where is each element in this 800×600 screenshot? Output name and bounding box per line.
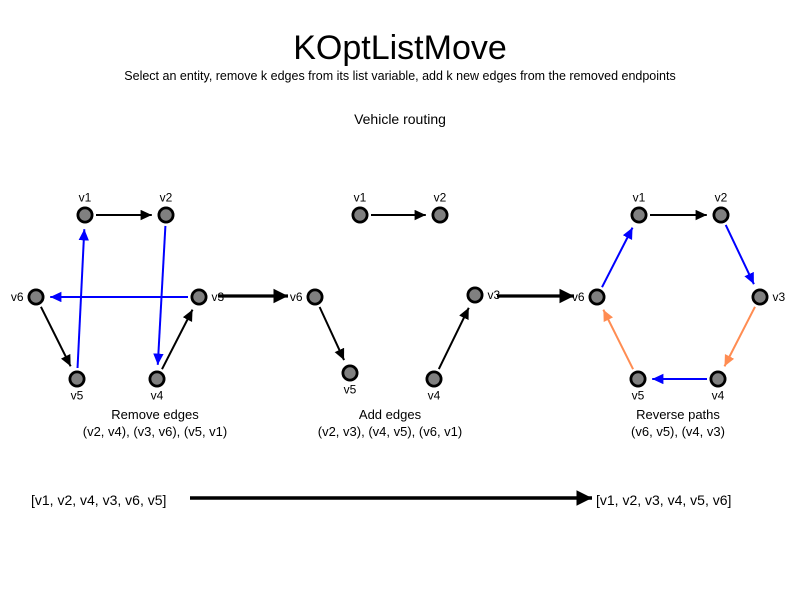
node-label-add-v3: v3	[488, 288, 501, 302]
node-circle	[712, 206, 730, 224]
node-circle	[630, 206, 648, 224]
edge-remove-v4-v3	[161, 309, 194, 370]
node-remove-v1[interactable]: v1	[76, 191, 94, 224]
edge-reverse-v3-v4	[723, 306, 756, 367]
node-circle	[27, 288, 45, 306]
node-label-remove-v5: v5	[71, 389, 84, 403]
result-list-after: [v1, v2, v3, v4, v5, v6]	[596, 492, 732, 508]
node-add-v6[interactable]: v6	[290, 288, 324, 306]
node-reverse-v1[interactable]: v1	[630, 191, 648, 224]
node-circle	[68, 370, 86, 388]
node-label-reverse-v3: v3	[773, 290, 786, 304]
node-label-remove-v2: v2	[160, 191, 173, 205]
node-circle	[425, 370, 443, 388]
node-label-add-v1: v1	[354, 191, 367, 205]
edge-remove-v5-v1	[76, 229, 89, 369]
node-remove-v6[interactable]: v6	[11, 288, 45, 306]
node-add-v4[interactable]: v4	[425, 370, 443, 403]
node-circle	[351, 206, 369, 224]
node-reverse-v3[interactable]: v3	[751, 288, 786, 306]
node-label-reverse-v5: v5	[632, 389, 645, 403]
caption-add-title: Add edges	[358, 407, 422, 422]
edge-add-v6-v5	[318, 306, 345, 361]
node-label-add-v6: v6	[290, 290, 303, 304]
node-circle	[157, 206, 175, 224]
node-reverse-v4[interactable]: v4	[709, 370, 727, 403]
node-label-add-v4: v4	[428, 389, 441, 403]
node-remove-v3[interactable]: v3	[190, 288, 225, 306]
node-add-v2[interactable]: v2	[431, 191, 449, 224]
node-circle	[76, 206, 94, 224]
node-remove-v4[interactable]: v4	[148, 370, 166, 403]
node-label-remove-v4: v4	[151, 389, 164, 403]
node-label-reverse-v6: v6	[572, 290, 585, 304]
page-title: KOptListMove	[293, 29, 507, 67]
result-list-before: [v1, v2, v4, v3, v6, v5]	[31, 492, 167, 508]
node-label-add-v5: v5	[344, 383, 357, 397]
edge-reverse-v2-v3	[724, 224, 755, 285]
node-reverse-v6[interactable]: v6	[572, 288, 606, 306]
node-label-remove-v6: v6	[11, 290, 24, 304]
edge-reverse-v5-v6	[602, 309, 634, 370]
node-circle	[148, 370, 166, 388]
node-add-v5[interactable]: v5	[341, 364, 359, 397]
node-reverse-v2[interactable]: v2	[712, 191, 730, 224]
node-remove-v5[interactable]: v5	[68, 370, 86, 403]
node-label-remove-v1: v1	[79, 191, 92, 205]
node-label-add-v2: v2	[434, 191, 447, 205]
node-circle	[466, 286, 484, 304]
section-label: Vehicle routing	[354, 111, 446, 127]
caption-add-detail: (v2, v3), (v4, v5), (v6, v1)	[317, 424, 463, 439]
node-circle	[190, 288, 208, 306]
caption-remove-detail: (v2, v4), (v3, v6), (v5, v1)	[82, 424, 228, 439]
caption-reverse: Reverse paths (v6, v5), (v4, v3)	[548, 406, 800, 440]
caption-add: Add edges (v2, v3), (v4, v5), (v6, v1)	[260, 406, 520, 440]
node-label-remove-v3: v3	[212, 290, 225, 304]
page-subtitle: Select an entity, remove k edges from it…	[124, 69, 676, 83]
node-layer: v1 v2 v3 v4 v5 v6 v1 v2 v3 v4 v5 v6 v1 v2 v3 v4 v5 v6	[11, 191, 786, 403]
caption-remove: Remove edges (v2, v4), (v3, v6), (v5, v1…	[25, 406, 285, 440]
node-reverse-v5[interactable]: v5	[629, 370, 647, 403]
node-add-v3[interactable]: v3	[466, 286, 501, 304]
caption-reverse-title: Reverse paths	[636, 407, 720, 422]
node-circle	[629, 370, 647, 388]
edge-remove-v2-v4	[153, 225, 167, 365]
node-label-reverse-v4: v4	[712, 389, 725, 403]
edge-reverse-v6-v1	[601, 227, 634, 288]
edge-add-v4-v3	[437, 307, 470, 370]
edge-layer	[40, 209, 756, 385]
node-circle	[751, 288, 769, 306]
edge-remove-v6-v5	[40, 306, 72, 367]
node-label-reverse-v1: v1	[633, 191, 646, 205]
caption-remove-title: Remove edges	[111, 407, 199, 422]
node-remove-v2[interactable]: v2	[157, 191, 175, 224]
node-circle	[709, 370, 727, 388]
node-circle	[306, 288, 324, 306]
node-add-v1[interactable]: v1	[351, 191, 369, 224]
node-circle	[431, 206, 449, 224]
node-label-reverse-v2: v2	[715, 191, 728, 205]
node-circle	[341, 364, 359, 382]
caption-reverse-detail: (v6, v5), (v4, v3)	[631, 424, 725, 439]
node-circle	[588, 288, 606, 306]
